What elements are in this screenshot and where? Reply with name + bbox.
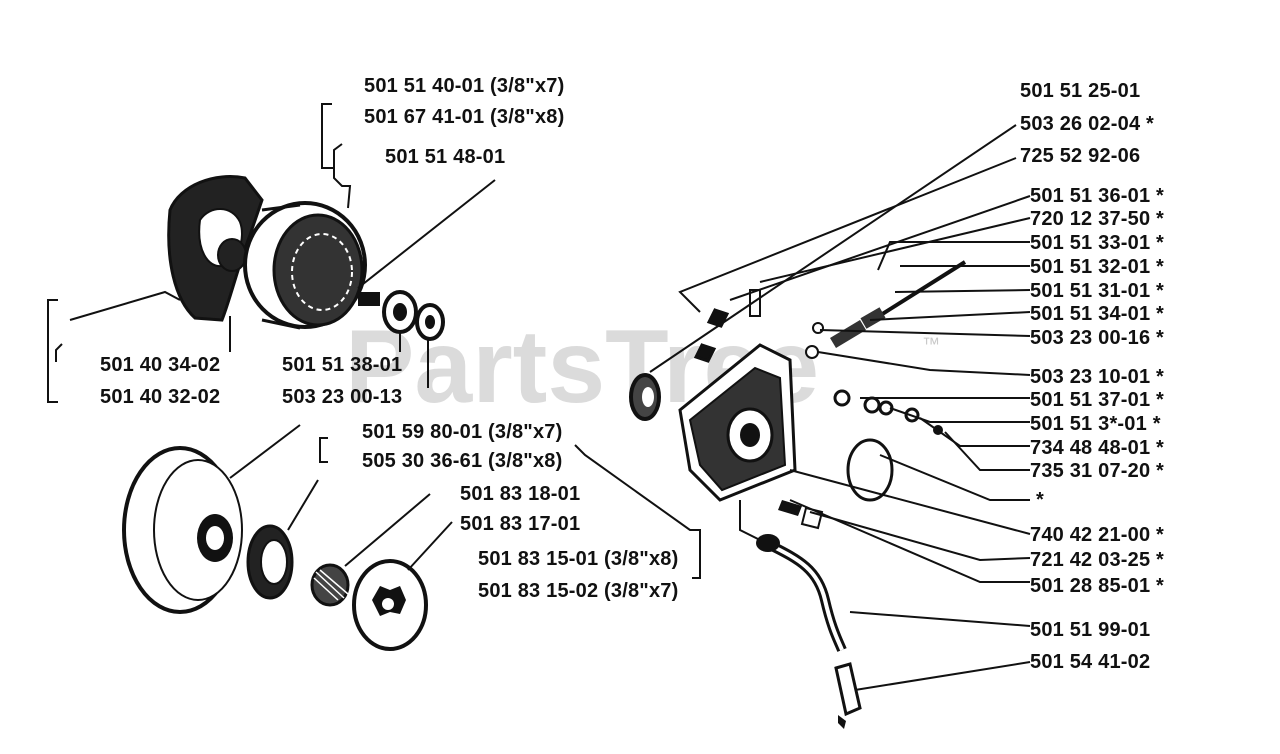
part-labels: 501 51 40-01 (3/8"x7) 501 67 41-01 (3/8"… [100,75,1164,673]
label-734-48-48-01: 734 48 48-01 * [1030,437,1164,459]
label-503-23-00-16: 503 23 00-16 * [1030,327,1164,349]
label-725-52-92-06: 725 52 92-06 [1020,145,1140,167]
label-501-51-48-01: 501 51 48-01 [385,146,505,168]
label-501-51-37-01: 501 51 37-01 * [1030,389,1164,411]
watermark-tm: ™ [922,334,940,354]
label-501-51-25-01: 501 51 25-01 [1020,80,1140,102]
label-501-51-33-01: 501 51 33-01 * [1030,232,1164,254]
label-501-51-34-01: 501 51 34-01 * [1030,303,1164,325]
label-501-51-31-01: 501 51 31-01 * [1030,280,1164,302]
label-asterisk: * [1036,489,1044,511]
label-503-23-00-13: 503 23 00-13 [282,386,402,408]
label-501-67-41-01: 501 67 41-01 (3/8"x8) [364,106,565,128]
label-501-83-17-01: 501 83 17-01 [460,513,580,535]
label-720-12-37-50: 720 12 37-50 * [1030,208,1164,230]
oil-pump-assembly [629,260,967,729]
label-501-51-38-01: 501 51 38-01 [282,354,402,376]
label-501-59-80-01: 501 59 80-01 (3/8"x7) [362,421,563,443]
label-505-30-36-61: 505 30 36-61 (3/8"x8) [362,450,563,472]
label-503-26-02-04: 503 26 02-04 * [1020,113,1154,135]
sprocket-drum-assembly [122,446,428,651]
label-501-83-18-01: 501 83 18-01 [460,483,580,505]
label-501-83-15-01: 501 83 15-01 (3/8"x8) [478,548,679,570]
label-735-31-07-20: 735 31 07-20 * [1030,460,1164,482]
label-501-83-15-02: 501 83 15-02 (3/8"x7) [478,580,679,602]
label-501-51-32-01: 501 51 32-01 * [1030,256,1164,278]
label-501-54-41-02: 501 54 41-02 [1030,651,1150,673]
label-501-40-34-02: 501 40 34-02 [100,354,220,376]
label-501-51-99-01: 501 51 99-01 [1030,619,1150,641]
leader-lines [47,103,1031,691]
label-740-42-21-00: 740 42 21-00 * [1030,524,1164,546]
clutch-assembly [167,175,445,341]
label-501-51-40-01: 501 51 40-01 (3/8"x7) [364,75,565,97]
label-501-28-85-01: 501 28 85-01 * [1030,575,1164,597]
label-501-40-32-02: 501 40 32-02 [100,386,220,408]
label-503-23-10-01: 503 23 10-01 * [1030,366,1164,388]
label-501-51-36-01: 501 51 36-01 * [1030,185,1164,207]
label-501-51-3x-01: 501 51 3*-01 * [1030,413,1161,435]
label-721-42-03-25: 721 42 03-25 * [1030,549,1164,571]
